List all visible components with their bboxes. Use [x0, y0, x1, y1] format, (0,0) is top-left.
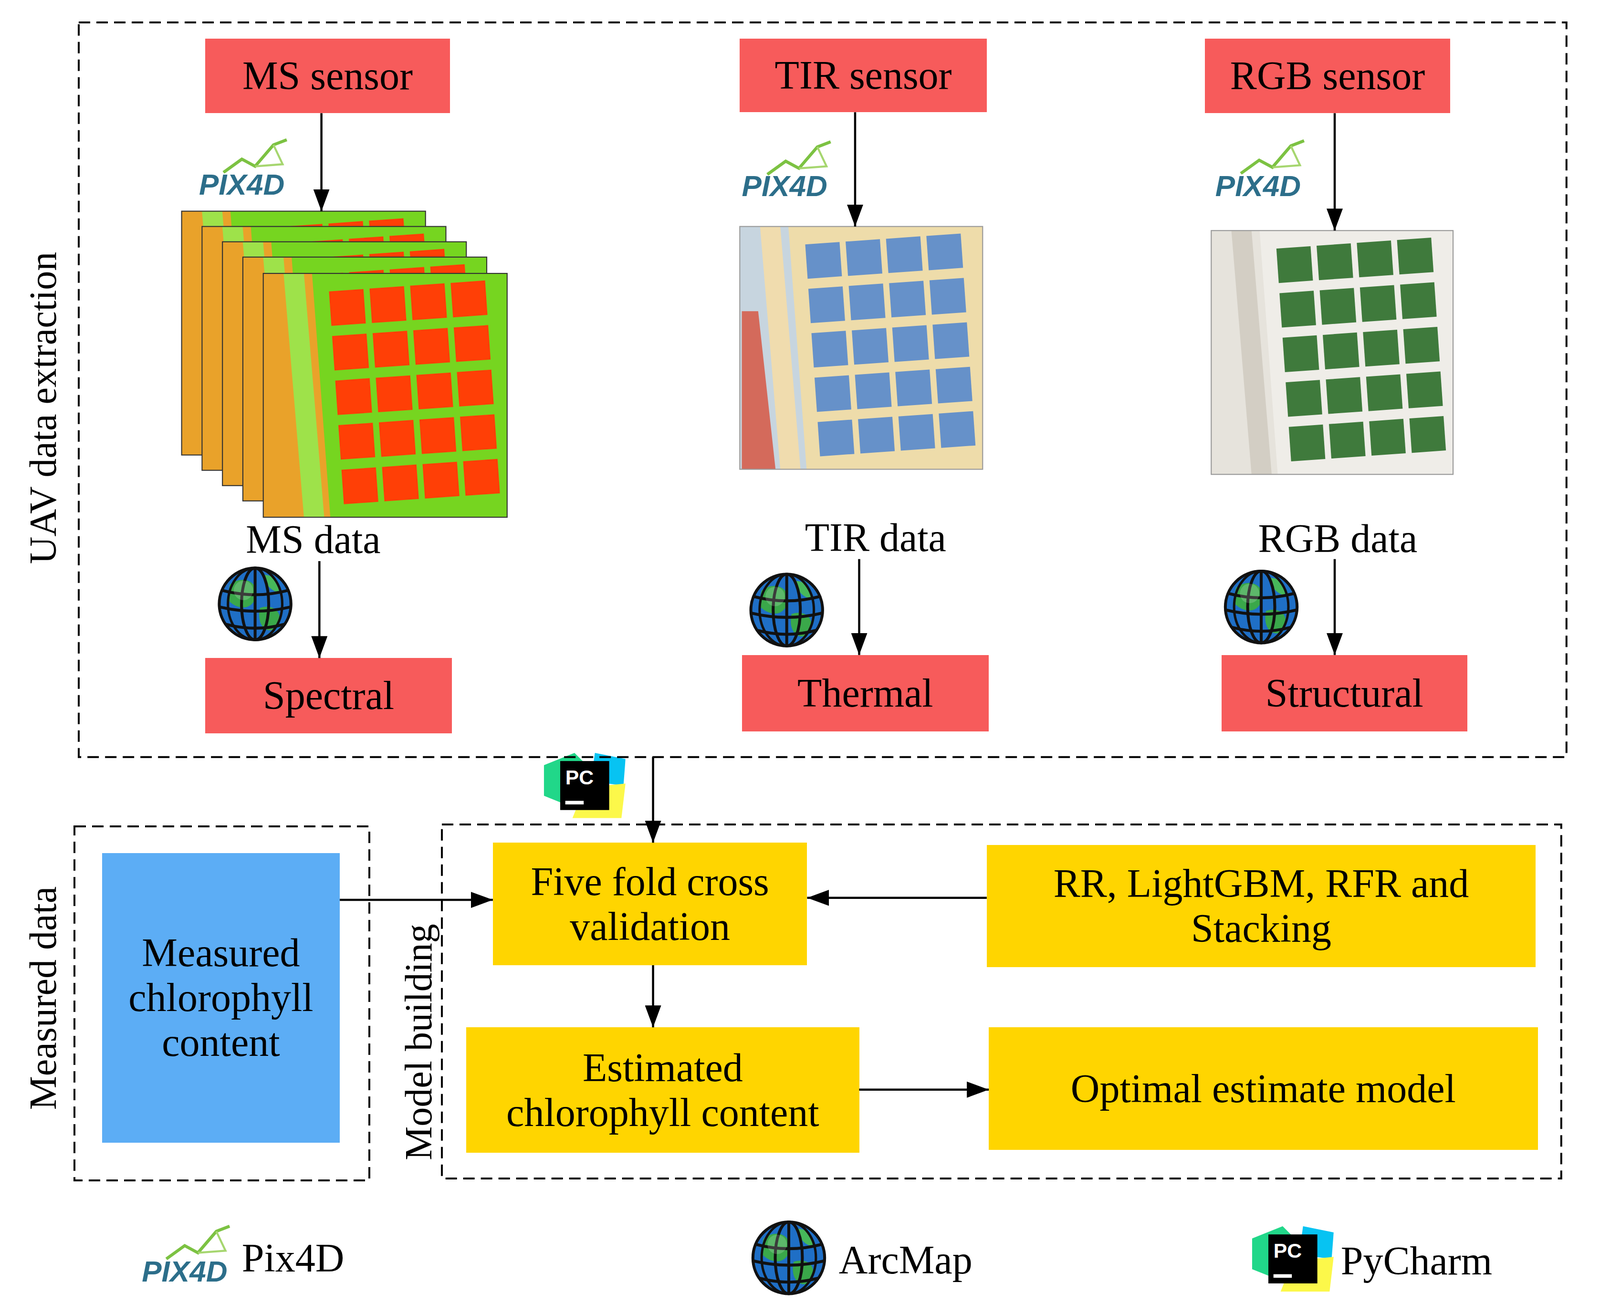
box-text: Five fold cross validation [513, 859, 787, 950]
dashed-border-line [74, 826, 370, 1181]
process-box: MS sensor [205, 38, 450, 114]
logo-text: PC [1273, 1239, 1302, 1263]
flow-arrow [1333, 559, 1337, 656]
process-box: Five fold cross validation [492, 842, 808, 966]
ms-image-stack [181, 211, 508, 518]
box-text: Spectral [262, 673, 395, 719]
box-text: Thermal [797, 670, 934, 716]
box-text: TIR sensor [774, 52, 952, 98]
pycharm-logo: PC [1252, 1226, 1334, 1292]
legend-text: ArcMap [838, 1240, 973, 1281]
group-frame: Model buildingFive fold cross validation… [441, 824, 1562, 1179]
rgb-image [1211, 230, 1454, 475]
dashed-border [78, 22, 1567, 758]
flow-arrow [318, 561, 321, 659]
process-box: Measured chlorophyll content [102, 853, 340, 1143]
pix4d-logo: PIX4D [742, 141, 831, 202]
flow-arrow [651, 965, 655, 1028]
logo-text: PIX4D [742, 169, 828, 203]
dashed-border-line [78, 22, 1567, 758]
box-text: MS sensor [242, 53, 413, 99]
logo-text: PC [565, 765, 594, 789]
flow-arrow [651, 757, 655, 844]
dashed-border-line [441, 824, 1562, 1179]
flow-arrow [806, 897, 987, 900]
group-title: UAV data extraction [23, 251, 63, 565]
pix4d-logo: PIX4D [141, 1226, 230, 1288]
group-frame: Measured dataMeasured chlorophyll conten… [74, 826, 370, 1181]
box-text: Estimated chlorophyll content [491, 1045, 836, 1136]
process-box: Thermal [742, 655, 989, 732]
image-panel: MS data [181, 211, 508, 562]
box-text: RR, LightGBM, RFR and Stacking [1015, 861, 1508, 952]
process-box: TIR sensor [739, 38, 987, 113]
flow-arrow [854, 112, 857, 227]
box-text: Optimal estimate model [1070, 1066, 1456, 1112]
process-box: Optimal estimate model [988, 1027, 1538, 1151]
flow-arrow [320, 113, 323, 211]
legend-text: PyCharm [1340, 1241, 1493, 1282]
image-panel: TIR data [739, 226, 983, 560]
process-box: RGB sensor [1204, 38, 1450, 114]
flow-arrow [857, 559, 861, 656]
image-panel: RGB data [1211, 230, 1454, 560]
pycharm-logo: PC [543, 752, 626, 819]
flow-arrow [1333, 113, 1337, 231]
box-text: RGB sensor [1230, 53, 1425, 99]
box-text: Structural [1265, 670, 1424, 716]
arcmap-globe [751, 574, 823, 646]
process-box: Structural [1221, 655, 1468, 732]
arcmap-globe [219, 568, 291, 640]
group-frame: UAV data extractionMS sensorTIR sensorRG… [78, 22, 1567, 758]
process-box: Estimated chlorophyll content [466, 1027, 859, 1153]
tir-image [739, 226, 983, 470]
group-title: Measured data [23, 886, 63, 1111]
pix4d-logo: PIX4D [1215, 140, 1305, 202]
process-box: Spectral [205, 658, 452, 734]
group-title: Model building [399, 924, 438, 1161]
image-caption: RGB data [1258, 518, 1418, 559]
pix4d-logo: PIX4D [198, 139, 287, 201]
flow-arrow [859, 1088, 990, 1092]
box-text: Measured chlorophyll content [112, 930, 330, 1066]
legend-text: Pix4D [241, 1238, 345, 1279]
flow-arrow [339, 899, 493, 902]
logo-text: PIX4D [141, 1254, 228, 1288]
image-caption: TIR data [805, 517, 947, 558]
image-caption: MS data [245, 519, 381, 560]
arcmap-globe [752, 1222, 825, 1294]
process-box: RR, LightGBM, RFR and Stacking [986, 845, 1536, 968]
logo-text: PIX4D [1215, 169, 1301, 203]
logo-text: PIX4D [198, 167, 285, 201]
arcmap-globe [1225, 571, 1297, 643]
